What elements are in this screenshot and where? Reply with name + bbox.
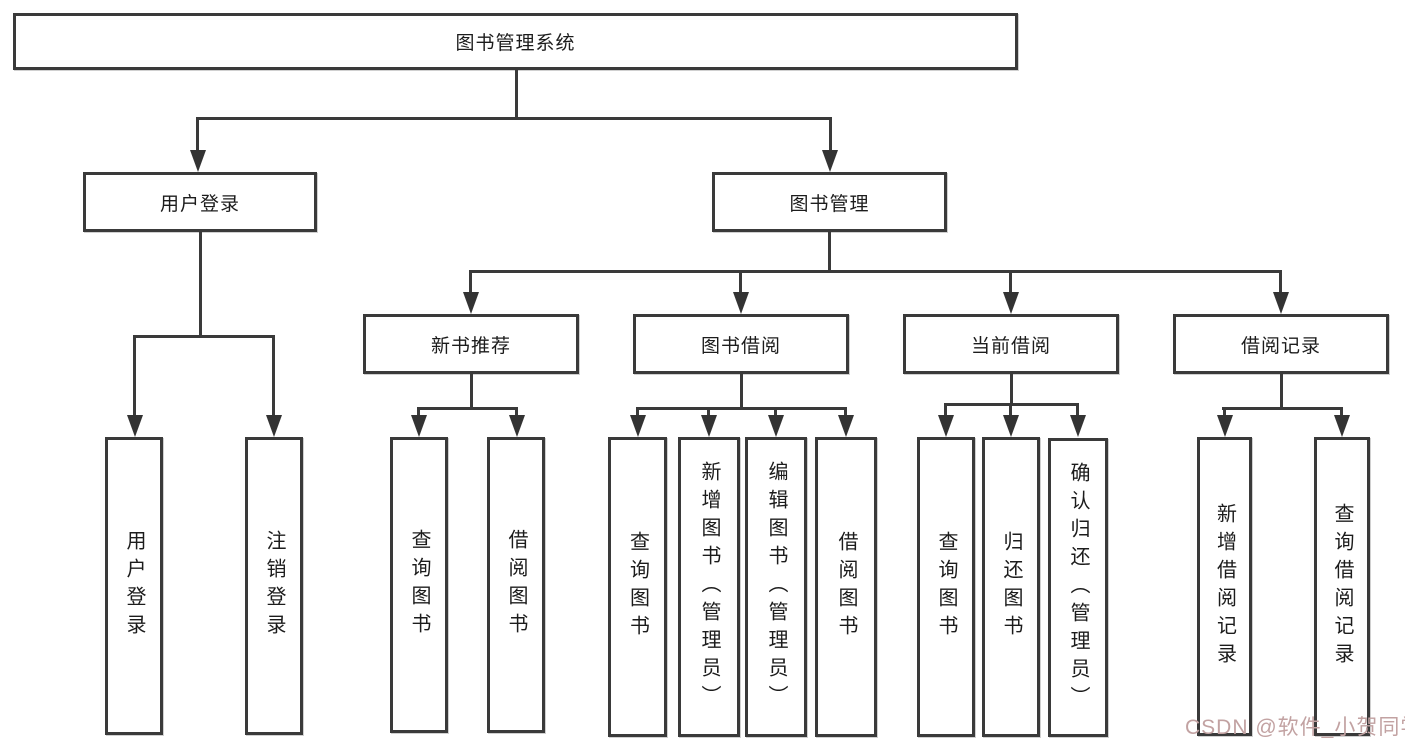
- connector-hline: [1222, 407, 1343, 410]
- node-new-book-recommendation-label: 新书推荐: [430, 335, 511, 357]
- leaf-add-books-admin: 新增图书（管理员）: [678, 437, 740, 737]
- leaf-return-books: 归还图书: [982, 437, 1040, 737]
- leaf-query-books-recommend-label: 查询图书: [408, 529, 430, 641]
- arrow-down-icon: [190, 150, 206, 172]
- arrow-down-icon: [1334, 415, 1350, 437]
- arrow-down-icon: [733, 292, 749, 314]
- connector-hline: [469, 270, 1282, 273]
- leaf-logout: 注销登录: [245, 437, 303, 735]
- leaf-query-books-borrowing-label: 查询图书: [626, 531, 649, 643]
- leaf-query-borrow-record-label: 查询借阅记录: [1331, 502, 1353, 671]
- leaf-borrow-books-recommend: 借阅图书: [487, 437, 545, 733]
- arrow-down-icon: [411, 415, 427, 437]
- leaf-query-books-current-label: 查询图书: [935, 531, 957, 643]
- leaf-logout-label: 注销登录: [263, 530, 285, 642]
- connector-hline: [196, 117, 832, 120]
- leaf-query-books-borrowing: 查询图书: [608, 437, 667, 737]
- connector-vline: [707, 407, 710, 417]
- arrow-down-icon: [838, 415, 854, 437]
- connector-vline: [1076, 403, 1079, 417]
- node-borrowing-records: 借阅记录: [1173, 314, 1389, 374]
- connector-vline: [844, 407, 847, 417]
- arrow-down-icon: [1273, 292, 1289, 314]
- connector-vline: [469, 270, 472, 294]
- node-current-borrowing-label: 当前借阅: [970, 335, 1051, 357]
- arrow-down-icon: [1217, 415, 1233, 437]
- connector-vline: [272, 335, 275, 417]
- node-user-login-label: 用户登录: [159, 193, 240, 215]
- node-book-management: 图书管理: [712, 172, 947, 232]
- leaf-user-login-label: 用户登录: [123, 530, 145, 642]
- connector-vline: [636, 407, 639, 417]
- watermark: CSDN @软件_小贺同学: [1185, 716, 1405, 739]
- node-user-login: 用户登录: [83, 172, 317, 232]
- connector-vline: [829, 117, 832, 152]
- arrow-down-icon: [463, 292, 479, 314]
- connector-vline: [470, 374, 473, 410]
- node-book-management-label: 图书管理: [789, 193, 870, 215]
- node-book-borrowing: 图书借阅: [633, 314, 849, 374]
- connector-vline: [515, 70, 518, 120]
- leaf-add-books-admin-label: 新增图书（管理员）: [698, 461, 720, 713]
- connector-vline: [1009, 403, 1012, 417]
- leaf-add-borrow-record-label: 新增借阅记录: [1213, 502, 1236, 671]
- node-new-book-recommendation: 新书推荐: [363, 314, 579, 374]
- leaf-add-borrow-record: 新增借阅记录: [1197, 437, 1252, 736]
- connector-vline: [1279, 270, 1282, 294]
- connector-vline: [196, 117, 199, 152]
- node-current-borrowing: 当前借阅: [903, 314, 1119, 374]
- leaf-edit-books-admin-label: 编辑图书（管理员）: [765, 461, 787, 713]
- leaf-borrow-books-recommend-label: 借阅图书: [505, 529, 527, 641]
- connector-hline: [133, 335, 275, 338]
- connector-hline: [417, 407, 518, 410]
- connector-vline: [133, 335, 136, 417]
- connector-vline: [828, 232, 831, 273]
- arrow-down-icon: [701, 415, 717, 437]
- node-borrowing-records-label: 借阅记录: [1240, 335, 1321, 357]
- connector-vline: [1010, 374, 1013, 406]
- connector-hline: [636, 407, 847, 410]
- connector-vline: [1340, 407, 1343, 417]
- connector-vline: [739, 270, 742, 294]
- connector-vline: [199, 232, 202, 338]
- arrow-down-icon: [768, 415, 784, 437]
- node-library-system: 图书管理系统: [13, 13, 1018, 70]
- connector-vline: [740, 374, 743, 410]
- arrow-down-icon: [509, 415, 525, 437]
- arrow-down-icon: [266, 415, 282, 437]
- leaf-confirm-return-admin: 确认归还（管理员）: [1048, 438, 1108, 737]
- connector-vline: [417, 407, 420, 417]
- leaf-query-books-current: 查询图书: [917, 437, 975, 737]
- leaf-borrow-books-label: 借阅图书: [835, 531, 857, 643]
- node-book-borrowing-label: 图书借阅: [700, 335, 781, 357]
- leaf-query-books-recommend: 查询图书: [390, 437, 448, 733]
- node-library-system-label: 图书管理系统: [455, 33, 576, 54]
- connector-vline: [774, 407, 777, 417]
- arrow-down-icon: [1003, 415, 1019, 437]
- arrow-down-icon: [822, 150, 838, 172]
- leaf-edit-books-admin: 编辑图书（管理员）: [745, 437, 807, 737]
- leaf-query-borrow-record: 查询借阅记录: [1314, 437, 1370, 736]
- connector-vline: [1009, 270, 1012, 294]
- connector-vline: [515, 407, 518, 417]
- arrow-down-icon: [127, 415, 143, 437]
- arrow-down-icon: [630, 415, 646, 437]
- leaf-borrow-books: 借阅图书: [815, 437, 877, 737]
- leaf-user-login: 用户登录: [105, 437, 163, 735]
- leaf-confirm-return-admin-label: 确认归还（管理员）: [1067, 461, 1089, 714]
- arrow-down-icon: [938, 415, 954, 437]
- leaf-return-books-label: 归还图书: [1000, 531, 1022, 643]
- connector-vline: [1280, 374, 1283, 410]
- connector-vline: [944, 403, 947, 417]
- arrow-down-icon: [1070, 415, 1086, 437]
- connector-vline: [1223, 407, 1226, 417]
- arrow-down-icon: [1003, 292, 1019, 314]
